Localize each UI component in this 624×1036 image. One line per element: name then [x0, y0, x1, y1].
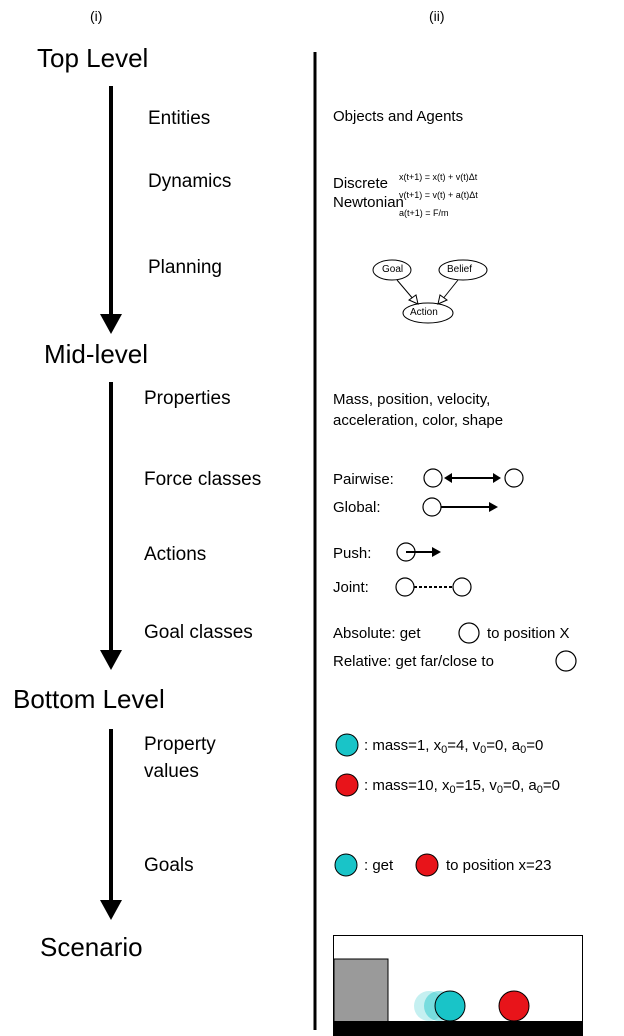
dynamics-eq-acceleration: a(t+1) = F/m: [399, 208, 449, 218]
goal-cyan-ball-icon: [334, 853, 358, 877]
dynamics-desc-line1: Discrete: [333, 175, 389, 192]
cyan-property-values: : mass=1, x0=4, v0=0, a0=0: [364, 737, 544, 756]
belief-node-label: Belief: [447, 264, 473, 275]
level-top: Top Level: [37, 43, 149, 73]
goals-label: Goals: [144, 855, 194, 876]
action-node-label: Action: [410, 307, 438, 318]
pairwise-label: Pairwise:: [333, 471, 394, 488]
absolute-goal-post: to position X: [487, 625, 570, 642]
goal-red-ball-icon: [415, 853, 439, 877]
belief-to-action-head: [437, 294, 449, 305]
scenario-gray-block: [333, 958, 389, 1023]
joint-label: Joint:: [333, 579, 369, 596]
properties-label: Properties: [144, 388, 231, 409]
action-node: [402, 302, 454, 324]
push-arrow-head: [432, 547, 441, 557]
global-arrow-head: [489, 502, 498, 512]
property-values-label-line2: values: [144, 761, 199, 782]
property-values-label-line1: Property: [144, 734, 216, 755]
global-label: Global:: [333, 499, 381, 516]
level-mid: Mid-level: [44, 339, 149, 369]
level-scenario: Scenario: [40, 932, 143, 962]
properties-desc-line1: Mass, position, velocity,: [333, 391, 491, 408]
pairwise-circle-b: [504, 468, 524, 488]
absolute-goal-pre: Absolute: get: [333, 625, 421, 642]
red-ball-icon: [335, 773, 359, 797]
arrow-mid-to-bottom-head: [100, 650, 122, 670]
scenario-cyan-ball: [434, 990, 466, 1022]
pairwise-arrow-left-head: [444, 473, 452, 483]
absolute-goal-circle: [458, 622, 480, 644]
belief-to-action-edge: [441, 279, 459, 301]
relative-goal-circle: [555, 650, 577, 672]
dynamics-eq-position: x(t+1) = x(t) + v(t)Δt: [399, 172, 478, 182]
goal-to-action-edge: [396, 279, 415, 301]
relative-goal-pre: Relative: get far/close to: [333, 653, 494, 670]
column-header-i: (i): [90, 8, 103, 24]
scenario-red-ball: [498, 990, 530, 1022]
belief-node: [438, 259, 488, 281]
arrow-top-to-mid-head: [100, 314, 122, 334]
cyan-ball-icon: [335, 733, 359, 757]
goals-post: to position x=23: [446, 857, 552, 874]
planning-label: Planning: [148, 257, 222, 278]
force-classes-label: Force classes: [144, 469, 262, 490]
actions-label: Actions: [144, 544, 207, 565]
goal-node-label: Goal: [382, 264, 404, 275]
joint-circle-b: [452, 577, 472, 597]
entities-label: Entities: [148, 108, 211, 129]
dynamics-eq-velocity: v(t+1) = v(t) + a(t)Δt: [399, 190, 478, 200]
properties-desc-line2: acceleration, color, shape: [333, 412, 504, 429]
arrow-bottom-to-scenario-head: [100, 900, 122, 920]
scenario-floor: [334, 1021, 583, 1036]
pairwise-circle-a: [423, 468, 443, 488]
dynamics-label: Dynamics: [148, 171, 232, 192]
entities-desc: Objects and Agents: [333, 108, 464, 125]
pairwise-arrow-right-head: [493, 473, 501, 483]
level-bottom: Bottom Level: [13, 684, 165, 714]
push-label: Push:: [333, 545, 372, 562]
goal-node: [372, 259, 412, 281]
goal-classes-label: Goal classes: [144, 622, 253, 643]
goal-to-action-head: [407, 294, 419, 305]
column-header-ii: (ii): [429, 8, 445, 24]
red-property-values: : mass=10, x0=15, v0=0, a0=0: [364, 777, 560, 796]
goals-pre: : get: [364, 857, 394, 874]
dynamics-desc-line2: Newtonian: [333, 194, 404, 211]
